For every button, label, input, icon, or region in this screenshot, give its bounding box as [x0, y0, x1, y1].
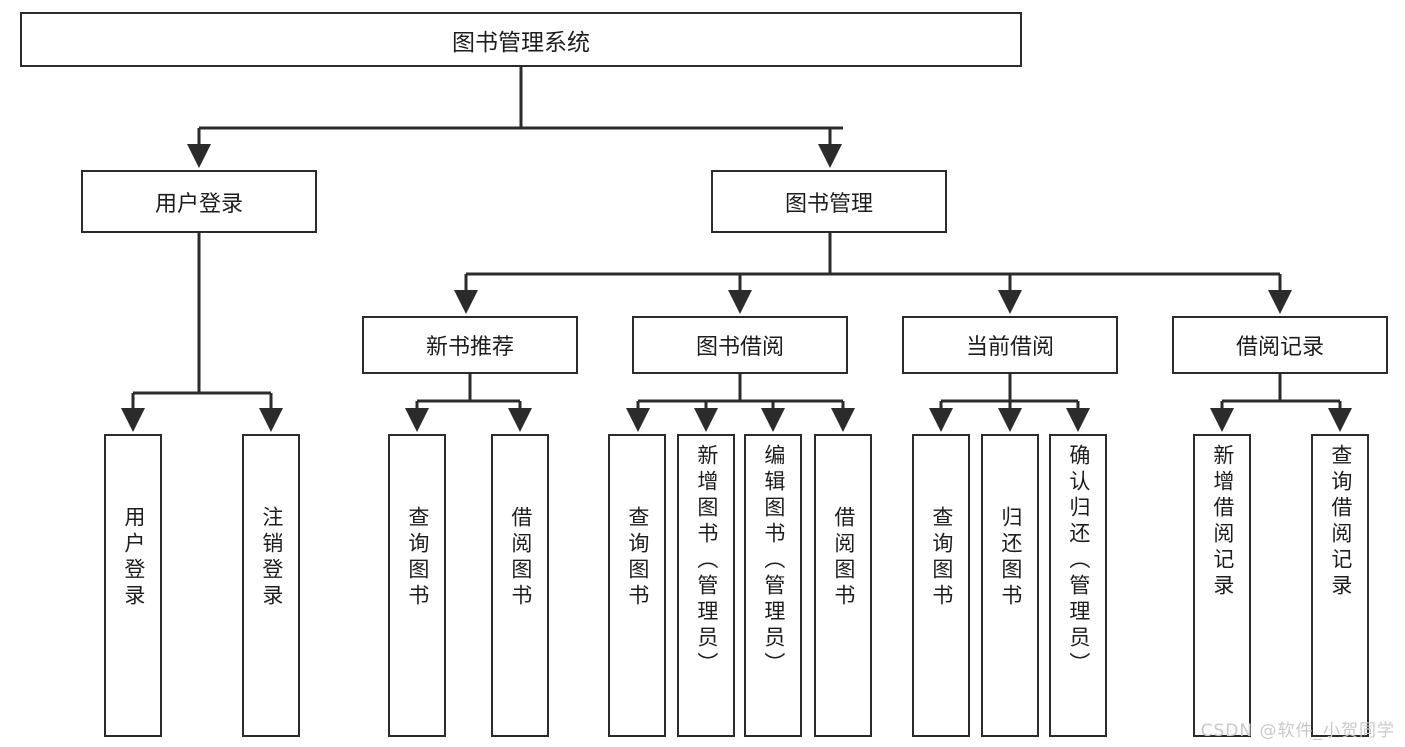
- node-current-borrow[interactable]: 当前借阅: [902, 316, 1118, 374]
- leaf-record-add-record[interactable]: 新增借阅记录: [1193, 434, 1251, 737]
- leaf-current-confirm-return-admin[interactable]: 确认归还（管理员）: [1049, 434, 1107, 737]
- node-new-book-recommend[interactable]: 新书推荐: [362, 316, 578, 374]
- node-user-login-label: 用户登录: [154, 191, 243, 217]
- leaf-borrow-edit-book-admin-label: 编辑图书（管理员）: [761, 444, 786, 678]
- node-user-login[interactable]: 用户登录: [81, 170, 317, 233]
- node-book-borrow[interactable]: 图书借阅: [632, 316, 848, 374]
- leaf-user-login[interactable]: 用户登录: [104, 434, 162, 737]
- leaf-current-query-book[interactable]: 查询图书: [912, 434, 970, 737]
- node-new-book-recommend-label: 新书推荐: [425, 335, 514, 360]
- node-book-management[interactable]: 图书管理: [711, 170, 947, 233]
- leaf-current-return-book[interactable]: 归还图书: [981, 434, 1039, 737]
- node-book-management-label: 图书管理: [784, 191, 873, 217]
- leaf-record-query-record[interactable]: 查询借阅记录: [1311, 434, 1369, 737]
- leaf-current-return-book-label: 归还图书: [998, 506, 1023, 610]
- node-book-borrow-label: 图书借阅: [695, 335, 784, 360]
- node-root-system[interactable]: 图书管理系统: [20, 12, 1022, 67]
- leaf-borrow-query-book[interactable]: 查询图书: [608, 434, 666, 737]
- leaf-user-login-label: 用户登录: [121, 506, 146, 610]
- node-borrow-record[interactable]: 借阅记录: [1172, 316, 1388, 374]
- csdn-watermark: CSDN @软件_小贺同学: [1200, 721, 1395, 741]
- leaf-recommend-borrow-book-label: 借阅图书: [508, 506, 533, 610]
- leaf-borrow-add-book-admin-label: 新增图书（管理员）: [694, 444, 719, 678]
- leaf-borrow-borrow-book-label: 借阅图书: [831, 506, 856, 610]
- node-current-borrow-label: 当前借阅: [965, 335, 1054, 360]
- leaf-recommend-query-book[interactable]: 查询图书: [388, 434, 446, 737]
- leaf-current-confirm-return-admin-label: 确认归还（管理员）: [1066, 444, 1091, 678]
- node-root-label: 图书管理系统: [452, 29, 590, 56]
- leaf-user-logout[interactable]: 注销登录: [242, 434, 300, 737]
- node-borrow-record-label: 借阅记录: [1235, 335, 1324, 360]
- leaf-record-query-record-label: 查询借阅记录: [1328, 444, 1353, 600]
- leaf-record-add-record-label: 新增借阅记录: [1210, 444, 1235, 600]
- leaf-user-logout-label: 注销登录: [259, 506, 284, 610]
- leaf-borrow-query-book-label: 查询图书: [625, 506, 650, 610]
- leaf-borrow-borrow-book[interactable]: 借阅图书: [814, 434, 872, 737]
- leaf-borrow-edit-book-admin[interactable]: 编辑图书（管理员）: [744, 434, 802, 737]
- leaf-recommend-query-book-label: 查询图书: [405, 506, 430, 610]
- leaf-borrow-add-book-admin[interactable]: 新增图书（管理员）: [677, 434, 735, 737]
- leaf-current-query-book-label: 查询图书: [929, 506, 954, 610]
- leaf-recommend-borrow-book[interactable]: 借阅图书: [491, 434, 549, 737]
